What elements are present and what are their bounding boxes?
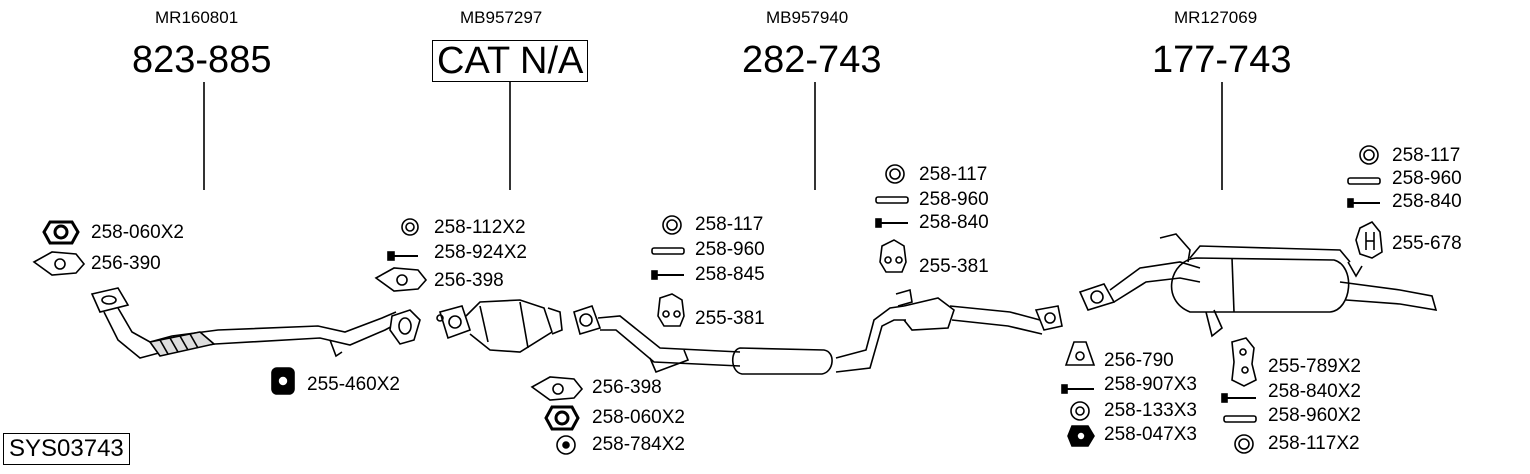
ring-icon-s2a <box>401 218 419 236</box>
ring-icon-s4 <box>885 164 905 184</box>
bolt-icon-s5 <box>1347 198 1380 208</box>
fitting-label: 256-790 <box>1104 350 1174 371</box>
fitting-label: 258-840 <box>919 212 989 233</box>
fitting-label: 258-924X2 <box>434 242 527 263</box>
ring-icon-s5 <box>1359 145 1379 165</box>
ring-icon-s3 <box>662 215 682 235</box>
fitting-label: 258-117 <box>1392 145 1461 166</box>
fitting-label: 258-840X2 <box>1268 381 1361 402</box>
centre-pipe-drawing <box>573 288 1063 375</box>
hanger-icon-s4 <box>879 239 907 273</box>
fitting-label: 258-907X3 <box>1104 374 1197 395</box>
washer-icon-s6 <box>1070 401 1090 421</box>
fitting-label: 258-960 <box>1392 168 1462 189</box>
oem-number-2: MB957297 <box>460 8 543 27</box>
fitting-label: 256-398 <box>434 270 504 291</box>
ring-icon-s7 <box>1234 434 1254 454</box>
bolt-icon-s2 <box>387 251 418 261</box>
gasket-icon-s1 <box>32 251 86 276</box>
oem-number-1: MR160801 <box>155 8 239 27</box>
fitting-label: 258-047X3 <box>1104 424 1197 445</box>
fitting-label: 255-460X2 <box>307 374 400 395</box>
gasket-icon-s6 <box>1064 341 1096 366</box>
bolt-icon-s3 <box>651 270 684 280</box>
nut-icon-s1 <box>42 220 80 245</box>
fitting-label: 258-960X2 <box>1268 405 1361 426</box>
fitting-label: 258-784X2 <box>592 434 685 455</box>
fitting-label: 258-960 <box>695 239 765 260</box>
fitting-label: 256-390 <box>91 253 161 274</box>
bolt-icon-s6 <box>1061 384 1094 394</box>
rubber-icon-s5 <box>1347 177 1381 185</box>
oem-number-4: MR127069 <box>1174 8 1258 27</box>
fitting-label: 258-133X3 <box>1104 400 1197 421</box>
bolt-icon-s7 <box>1221 393 1256 403</box>
fitting-label: 255-381 <box>695 308 765 329</box>
fitting-label: 255-381 <box>919 256 989 277</box>
fitting-label: 258-960 <box>919 189 989 210</box>
rubber-icon-s4 <box>875 196 909 204</box>
fitting-label: 255-678 <box>1392 233 1462 254</box>
part-number-2: CAT N/A <box>432 40 589 82</box>
hanger-icon-s1 <box>271 367 295 395</box>
fitting-label: 258-060X2 <box>91 222 184 243</box>
fitting-label: 256-398 <box>592 377 662 398</box>
gasket-icon-s2b <box>530 376 584 401</box>
part-number-3: 282-743 <box>742 39 882 81</box>
fitting-label: 258-112X2 <box>434 217 526 238</box>
fitting-label: 258-060X2 <box>592 407 685 428</box>
nut-icon-s2 <box>544 405 580 431</box>
fitting-label: 258-845 <box>695 264 765 285</box>
fitting-label: 258-117X2 <box>1268 433 1360 454</box>
part-number-1: 823-885 <box>132 39 272 81</box>
system-code: SYS03743 <box>3 433 130 465</box>
bracket-icon-s5 <box>1355 220 1383 259</box>
flange-nut-icon-s6 <box>1067 425 1095 447</box>
washer-icon-s2 <box>556 435 576 455</box>
fitting-label: 258-840 <box>1392 191 1462 212</box>
gasket-icon-s2a <box>374 267 428 292</box>
fitting-label: 258-117 <box>919 164 988 185</box>
fitting-label: 258-117 <box>695 214 764 235</box>
rubber-icon-s7 <box>1223 415 1257 423</box>
fitting-label: 255-789X2 <box>1268 356 1361 377</box>
catalyst-drawing <box>436 299 563 353</box>
rubber-icon-s3 <box>651 247 685 255</box>
rear-silencer-drawing <box>1078 233 1438 338</box>
hanger-icon-s7 <box>1231 337 1257 387</box>
front-pipe-drawing <box>90 287 421 359</box>
hanger-icon-s3 <box>657 293 685 327</box>
oem-number-3: MB957940 <box>766 8 849 27</box>
bolt-icon-s4 <box>875 218 908 228</box>
part-number-4: 177-743 <box>1152 39 1292 81</box>
